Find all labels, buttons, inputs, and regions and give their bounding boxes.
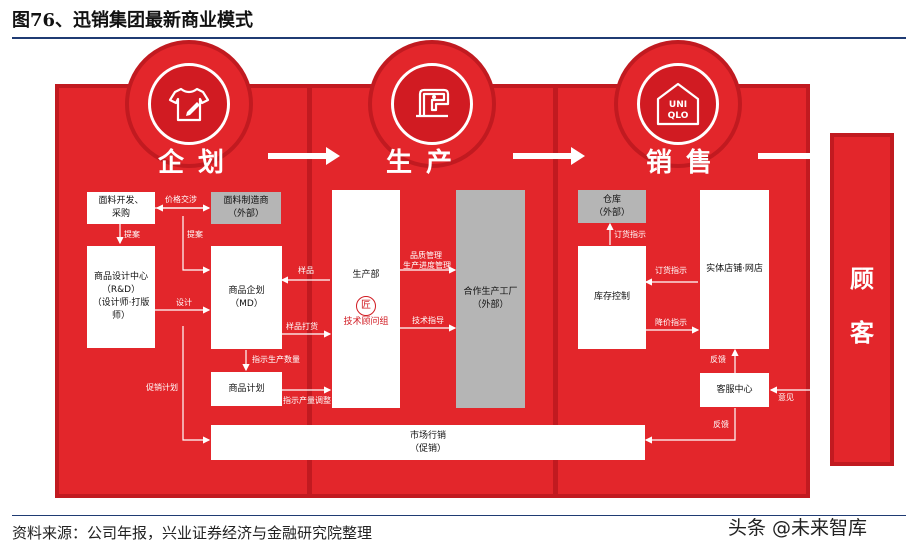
stage-produce-label: 生产 (386, 148, 467, 178)
fabric-maker-box: 面料制造商 （外部） (211, 192, 281, 224)
dome-produce (368, 40, 496, 168)
rnd-center-box: 商品设计中心 （R&D） （设计师·打版师） (87, 246, 155, 348)
label-production-adjust: 指示产量调整 (283, 396, 331, 405)
warehouse-box: 仓库 （外部） (578, 190, 646, 223)
fabric-maker-line2: （外部） (227, 209, 264, 219)
sewing-machine-icon (391, 63, 473, 145)
fabric-dev-box: 面料开发、 采购 (87, 192, 155, 224)
craft-seal-icon: 匠 (356, 296, 376, 316)
footer-divider (12, 515, 906, 516)
arrow-sell-to-customer (758, 147, 830, 165)
production-dept-label: 生产部 (352, 270, 380, 280)
label-proposal-1: 提案 (124, 230, 140, 239)
md-line2: （MD） (230, 298, 263, 309)
factory-line2: （外部） (472, 300, 509, 310)
customer-char-1: 顾 (850, 265, 874, 293)
inventory-label: 库存控制 (593, 292, 630, 302)
label-sample-making: 样品打货 (286, 322, 318, 331)
dome-plan (125, 40, 253, 168)
stage-plan-label: 企划 (158, 148, 239, 178)
uniqlo-logo: UNI QLO (637, 63, 719, 145)
label-quality-1: 品质管理 (410, 251, 442, 260)
label-feedback-2: 反馈 (713, 420, 729, 429)
marketing-box: 市场行销 （促销） (211, 425, 645, 460)
stores-label: 实体店铺·网店 (706, 264, 763, 274)
label-order-instr-1: 订货指示 (614, 230, 646, 239)
production-dept-box: 生产部 匠 技术顾问组 (332, 190, 400, 408)
label-promotion-plan: 促销计划 (146, 383, 178, 392)
customer-char-2: 客 (850, 319, 874, 347)
label-quality-2: 生产进度管理 (403, 261, 451, 270)
customer-box: 顾 客 (830, 133, 894, 466)
factory-box: 合作生产工厂 （外部） (456, 190, 525, 408)
dome-sell: UNI QLO (614, 40, 742, 168)
title-divider (12, 37, 906, 39)
fabric-dev-line2: 采购 (111, 209, 130, 219)
label-sample: 样品 (298, 266, 314, 275)
label-proposal-2: 提案 (187, 230, 203, 239)
label-order-instr-2: 订货指示 (655, 266, 687, 275)
warehouse-line1: 仓库 (602, 194, 621, 205)
stage-sell-label: 销售 (646, 148, 727, 178)
logo-text-2: QLO (668, 111, 689, 121)
md-line1: 商品企划 (228, 285, 265, 296)
tshirt-icon (148, 63, 230, 145)
service-label: 客服中心 (716, 384, 753, 395)
inventory-control-box: 库存控制 (578, 246, 646, 349)
label-opinion: 意见 (778, 393, 794, 402)
service-center-box: 客服中心 (700, 373, 769, 407)
product-plan-label: 商品计划 (228, 383, 265, 394)
label-price-instr: 降价指示 (655, 318, 687, 327)
label-design: 设计 (176, 298, 192, 307)
craft-team-label: 技术顾问组 (343, 317, 389, 327)
watermark: 头条 @未来智库 (728, 517, 868, 539)
source-note: 资料来源：公司年报，兴业证券经济与金融研究院整理 (12, 524, 373, 542)
arrow-produce-to-sell (513, 147, 585, 165)
label-production-qty: 指示生产数量 (252, 355, 300, 364)
rnd-line3: （设计师·打版师） (92, 298, 150, 321)
marketing-line2: （促销） (409, 443, 446, 454)
page-title: 图76、迅销集团最新商业模式 (12, 10, 254, 31)
fabric-maker-line1: 面料制造商 (223, 196, 269, 206)
stores-box: 实体店铺·网店 (700, 190, 769, 349)
logo-text-1: UNI (669, 100, 687, 110)
label-tech-guidance: 技术指导 (412, 316, 444, 325)
label-feedback-1: 反馈 (710, 355, 726, 364)
marketing-line1: 市场行销 (409, 430, 446, 441)
product-plan-box: 商品计划 (211, 372, 282, 406)
warehouse-line2: （外部） (593, 207, 630, 218)
md-box: 商品企划 （MD） (211, 246, 282, 349)
factory-line1: 合作生产工厂 (463, 287, 518, 297)
rnd-line2: （R&D） (101, 285, 141, 295)
rnd-line1: 商品设计中心 (93, 272, 148, 282)
arrow-plan-to-produce (268, 147, 340, 165)
fabric-dev-line1: 面料开发、 (98, 196, 144, 206)
label-price-negotiation: 价格交涉 (165, 195, 197, 204)
